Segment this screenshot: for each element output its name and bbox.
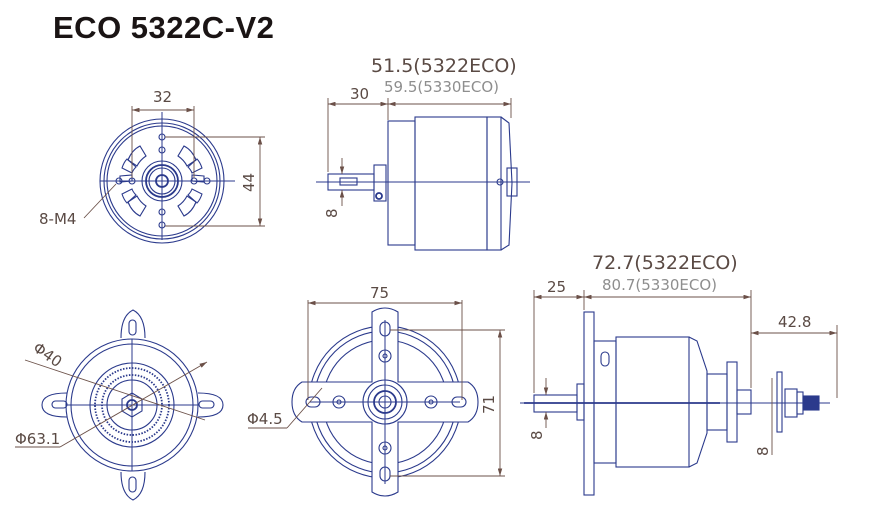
dim-phi63-1: Φ63.1 bbox=[15, 430, 60, 448]
dim-32: 32 bbox=[153, 88, 172, 106]
dim-8-top: 8 bbox=[323, 208, 341, 218]
product-title: ECO 5322C-V2 bbox=[53, 10, 275, 45]
dim-8-right: 8 bbox=[754, 446, 772, 456]
hole-label: 8-M4 bbox=[39, 210, 76, 228]
dim-59-5: 59.5(5330ECO) bbox=[384, 78, 499, 96]
dim-8-left: 8 bbox=[528, 430, 546, 440]
front-view-top-left: 32 44 8-M4 bbox=[39, 88, 265, 244]
dim-phi4-5: Φ4.5 bbox=[247, 410, 283, 428]
side-view-bottom-right: 25 72.7(5322ECO) 80.7(5330ECO) 42.8 8 8 bbox=[520, 252, 838, 496]
dim-80-7: 80.7(5330ECO) bbox=[602, 276, 717, 294]
dim-30: 30 bbox=[350, 85, 369, 103]
mount-front-view: 75 71 Φ4.5 bbox=[247, 284, 505, 497]
dim-phi40: Φ40 bbox=[30, 339, 66, 371]
dim-51-5: 51.5(5322ECO) bbox=[371, 55, 517, 77]
dim-44: 44 bbox=[240, 173, 258, 192]
dim-25: 25 bbox=[547, 278, 566, 296]
dim-42-8: 42.8 bbox=[778, 313, 811, 331]
side-view-top: 30 51.5(5322ECO) 59.5(5330ECO) 8 bbox=[316, 55, 530, 251]
dim-72-7: 72.7(5322ECO) bbox=[592, 252, 738, 274]
dim-75: 75 bbox=[370, 284, 389, 302]
dim-71: 71 bbox=[480, 395, 498, 414]
rear-view-bottom-left: Φ40 Φ63.1 bbox=[15, 309, 224, 501]
